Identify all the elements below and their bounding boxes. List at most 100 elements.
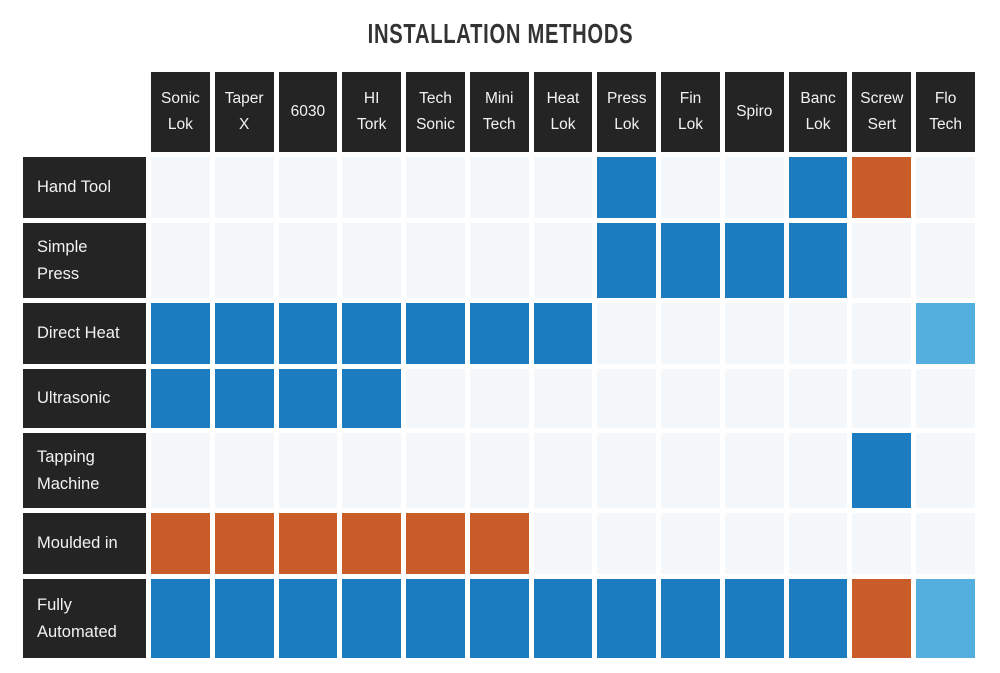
column-header-taper-x: Taper X (214, 72, 274, 152)
matrix-cell (916, 223, 975, 298)
matrix-cell (724, 223, 784, 298)
matrix-cell (151, 303, 210, 364)
matrix-cell (788, 579, 848, 658)
column-header-screw-sert: Screw Sert (852, 72, 912, 152)
matrix-cell (342, 513, 402, 574)
matrix-cell (151, 433, 210, 508)
column-header-flo-tech: Flo Tech (916, 72, 975, 152)
matrix-cell (597, 303, 657, 364)
matrix-cell (278, 157, 338, 218)
matrix-cell (724, 369, 784, 428)
matrix-cell (852, 223, 912, 298)
matrix-cell (342, 433, 402, 508)
matrix-cell (278, 369, 338, 428)
matrix-cell (342, 223, 402, 298)
matrix-cell (724, 157, 784, 218)
matrix-cell (214, 369, 274, 428)
column-header-mini-tech: Mini Tech (469, 72, 529, 152)
column-header-heat-lok: Heat Lok (533, 72, 593, 152)
matrix-cell (278, 513, 338, 574)
matrix-cell (214, 579, 274, 658)
matrix-cell (916, 579, 975, 658)
matrix-cell (533, 579, 593, 658)
matrix-cell (533, 157, 593, 218)
matrix-cell (533, 303, 593, 364)
matrix-cell (406, 579, 465, 658)
matrix-cell (342, 303, 402, 364)
matrix-cell (469, 223, 529, 298)
matrix-cell (406, 369, 465, 428)
matrix-cell (724, 579, 784, 658)
column-header-sonic-lok: Sonic Lok (151, 72, 210, 152)
row-header-fully-automated: Fully Automated (23, 579, 146, 658)
matrix-cell (597, 223, 657, 298)
row-header-simple-press: Simple Press (23, 223, 146, 298)
matrix-cell (788, 513, 848, 574)
matrix-cell (852, 513, 912, 574)
matrix-cell (852, 369, 912, 428)
chart-title: INSTALLATION METHODS (0, 0, 1000, 49)
matrix-cell (469, 369, 529, 428)
column-header-tech-sonic: Tech Sonic (406, 72, 465, 152)
matrix-cell (214, 223, 274, 298)
matrix-cell (406, 433, 465, 508)
matrix-cell (916, 513, 975, 574)
matrix-cell (852, 303, 912, 364)
matrix-cell (342, 579, 402, 658)
matrix-cell (916, 303, 975, 364)
matrix-cell (724, 513, 784, 574)
matrix-cell (788, 157, 848, 218)
matrix-cell (661, 303, 720, 364)
matrix-cell (852, 157, 912, 218)
matrix-cell (214, 433, 274, 508)
matrix-cell (278, 303, 338, 364)
matrix-cell (916, 157, 975, 218)
matrix-cell (151, 513, 210, 574)
matrix-cell (533, 433, 593, 508)
matrix-cell (661, 369, 720, 428)
matrix-cell (151, 369, 210, 428)
column-header-banc-lok: Banc Lok (788, 72, 848, 152)
matrix-cell (724, 433, 784, 508)
matrix-cell (597, 579, 657, 658)
matrix-cell (406, 303, 465, 364)
row-header-moulded-in: Moulded in (23, 513, 146, 574)
matrix-cell (151, 223, 210, 298)
column-header-hi-tork: HI Tork (342, 72, 402, 152)
matrix-cell (469, 579, 529, 658)
matrix-cell (469, 513, 529, 574)
matrix-cell (724, 303, 784, 364)
matrix-cell (661, 433, 720, 508)
matrix-cell (661, 157, 720, 218)
matrix-cell (597, 433, 657, 508)
matrix-cell (214, 303, 274, 364)
matrix-cell (278, 433, 338, 508)
matrix-cell (151, 157, 210, 218)
matrix-cell (342, 369, 402, 428)
matrix-cell (469, 433, 529, 508)
matrix-cell (597, 157, 657, 218)
matrix-cell (597, 513, 657, 574)
matrix-cell (469, 157, 529, 218)
column-header-press-lok: Press Lok (597, 72, 657, 152)
matrix-cell (406, 223, 465, 298)
matrix-cell (788, 433, 848, 508)
matrix-cell (469, 303, 529, 364)
matrix-cell (342, 157, 402, 218)
row-header-direct-heat: Direct Heat (23, 303, 146, 364)
matrix-cell (852, 433, 912, 508)
chart-title-text: INSTALLATION METHODS (367, 18, 633, 49)
matrix-cell (533, 369, 593, 428)
matrix-cell (916, 433, 975, 508)
matrix-cell (661, 513, 720, 574)
matrix-cell (533, 223, 593, 298)
column-header-6030: 6030 (278, 72, 338, 152)
matrix-cell (788, 223, 848, 298)
matrix-cell (214, 513, 274, 574)
matrix-cell (916, 369, 975, 428)
matrix-cell (406, 157, 465, 218)
grid-corner-spacer (23, 72, 146, 152)
row-header-hand-tool: Hand Tool (23, 157, 146, 218)
